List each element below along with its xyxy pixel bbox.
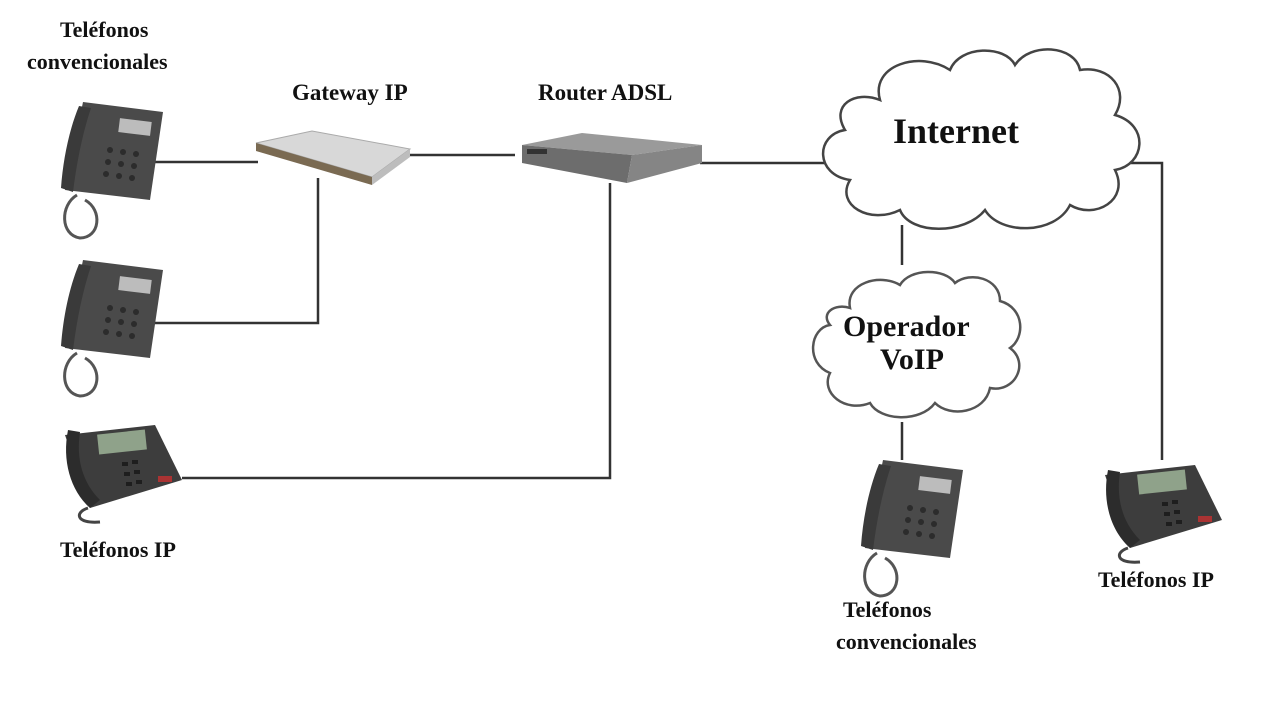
ip-phone-icon [65, 425, 182, 524]
conventional-phones-right-label-line1: Teléfonos [843, 597, 932, 622]
ip-phones-right-label: Teléfonos IP [1098, 567, 1214, 592]
ip-phone-icon [1105, 465, 1222, 564]
conventional-phones-left-label-line2: convencionales [27, 49, 168, 74]
ip-phones-left-label: Teléfonos IP [60, 537, 176, 562]
conventional-phone-icon [61, 260, 163, 398]
router-device-icon [522, 133, 702, 183]
voip-operator-cloud-icon [811, 270, 1022, 419]
conventional-phone-icon [61, 102, 163, 240]
internet-cloud-icon [821, 48, 1141, 230]
gateway-device-icon [255, 130, 412, 185]
internet-label: Internet [893, 111, 1019, 151]
conventional-phones-left-label-line1: Teléfonos [60, 17, 149, 42]
link-internet-ip-phone-2 [1130, 161, 1164, 460]
conventional-phone-icon [861, 460, 963, 598]
conventional-phones-right-label-line2: convencionales [836, 629, 977, 654]
voip-operator-label-line1: Operador [843, 310, 970, 343]
gateway-label: Gateway IP [292, 80, 408, 105]
router-label: Router ADSL [538, 80, 673, 105]
link-ip-phone-1-router [182, 183, 612, 480]
voip-operator-label-line2: VoIP [880, 343, 944, 376]
link-conv-phone-2-gateway [150, 178, 320, 325]
